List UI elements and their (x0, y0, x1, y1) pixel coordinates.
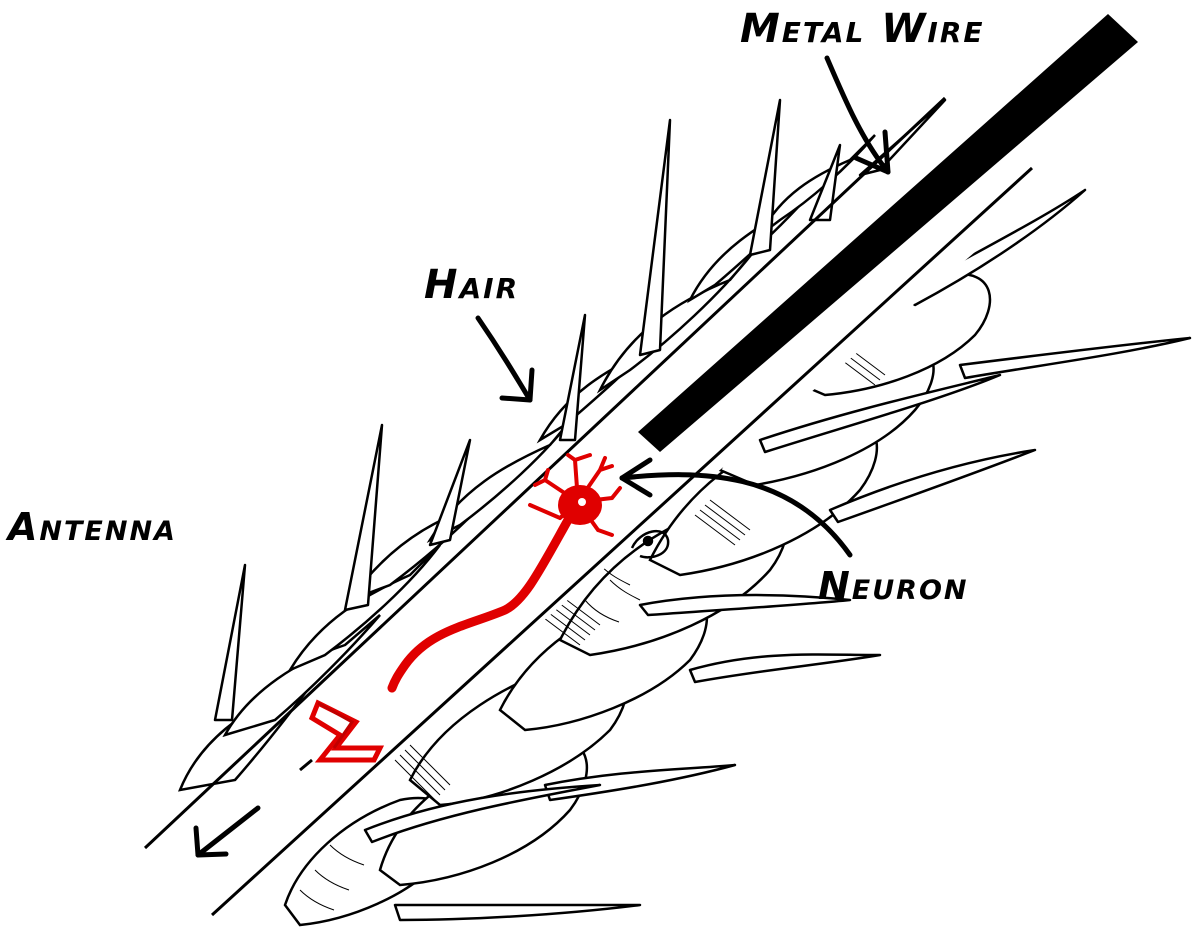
cut-channel (145, 185, 1030, 910)
neuron-nucleus (578, 498, 586, 506)
channel-edge-lower (212, 168, 1032, 915)
hair-label: Hair (424, 262, 519, 308)
metal-wire-label: Metal Wire (740, 6, 985, 52)
hair-arrow (478, 318, 530, 400)
neuron-label: Neuron (818, 564, 969, 608)
antenna-label: Antenna (8, 505, 177, 549)
